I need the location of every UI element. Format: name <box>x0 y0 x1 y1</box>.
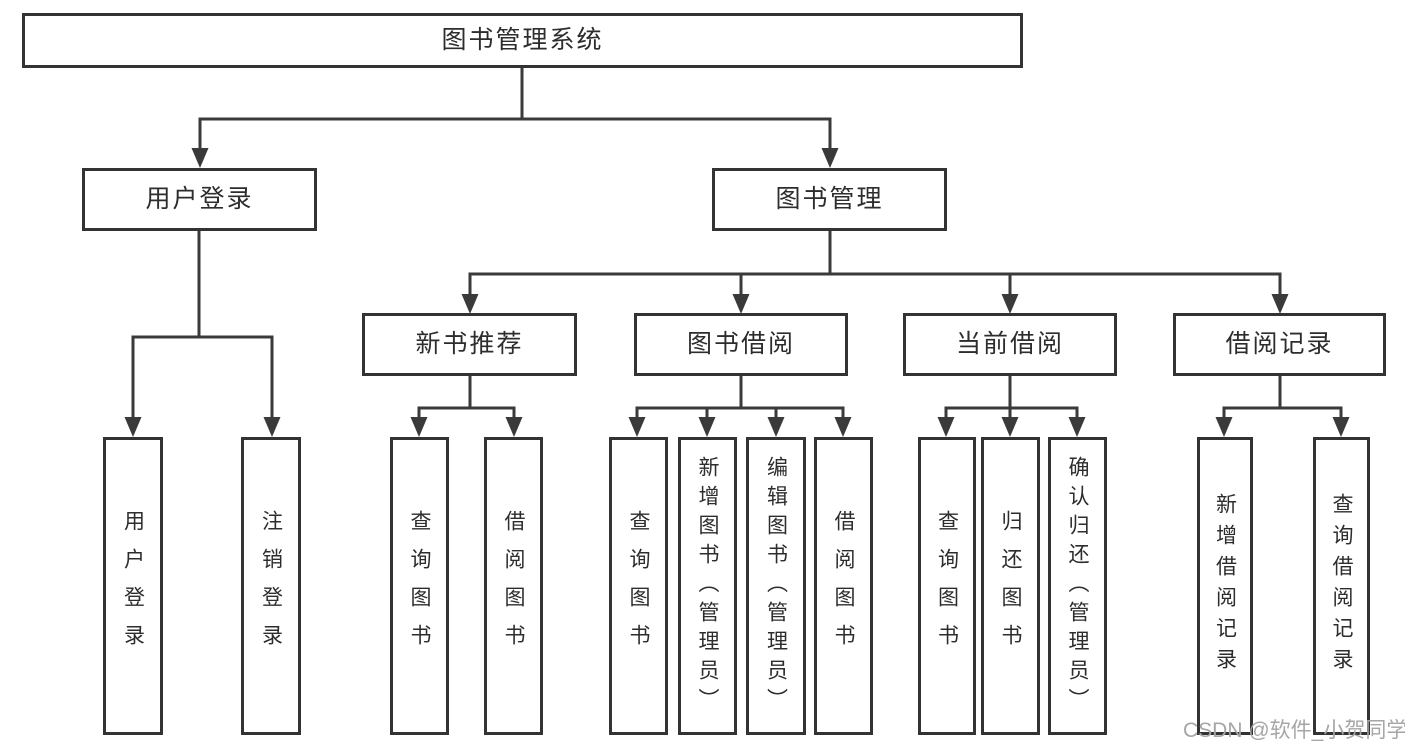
leaf-query-book-borrow-label: 查询图书 <box>627 510 650 662</box>
arrowhead-icon <box>821 148 839 168</box>
csdn-watermark: CSDN @软件_小贺同学 <box>1183 719 1405 742</box>
node-book-mgmt-label: 图书管理 <box>775 185 884 213</box>
leaf-user-login-label: 用户登录 <box>121 510 145 662</box>
arrowhead-icon <box>124 417 142 437</box>
leaf-logout: 注销登录 <box>241 437 301 735</box>
arrowhead-icon <box>767 417 785 437</box>
arrowhead-icon <box>1332 417 1350 437</box>
leaf-logout-label: 注销登录 <box>259 510 283 662</box>
leaf-confirm-return: 确认归还（管理员） <box>1048 437 1107 735</box>
node-root: 图书管理系统 <box>22 13 1023 68</box>
arrowhead-icon <box>1001 417 1019 437</box>
leaf-add-book: 新增图书（管理员） <box>678 437 737 735</box>
leaf-query-book-current-label: 查询图书 <box>935 510 959 662</box>
arrowhead-icon <box>1068 417 1086 437</box>
arrowhead-icon <box>732 294 750 314</box>
leaf-query-book-rec: 查询图书 <box>390 437 449 735</box>
arrowhead-icon <box>410 417 428 437</box>
arrowhead-icon <box>505 417 523 437</box>
node-root-label: 图书管理系统 <box>441 26 604 54</box>
leaf-borrow-book-rec-label: 借阅图书 <box>502 510 525 662</box>
leaf-add-borrow-record: 新增借阅记录 <box>1197 437 1253 735</box>
arrowhead-icon <box>461 294 479 314</box>
leaf-query-book-rec-label: 查询图书 <box>408 510 431 662</box>
node-current-borrow-label: 当前借阅 <box>955 330 1064 358</box>
leaf-user-login: 用户登录 <box>103 437 163 735</box>
arrowhead-icon <box>263 417 281 437</box>
leaf-add-borrow-record-label: 新增借阅记录 <box>1213 493 1237 679</box>
node-current-borrow: 当前借阅 <box>903 313 1117 376</box>
arrowhead-icon <box>937 417 955 437</box>
arrowhead-icon <box>834 417 852 437</box>
leaf-return-book: 归还图书 <box>981 437 1040 735</box>
node-book-mgmt: 图书管理 <box>712 168 947 231</box>
node-user-login-label: 用户登录 <box>145 185 254 213</box>
arrowhead-icon <box>1215 417 1233 437</box>
leaf-borrow-book-rec: 借阅图书 <box>484 437 543 735</box>
node-user-login: 用户登录 <box>82 168 317 231</box>
arrowhead-icon <box>191 148 209 168</box>
leaf-return-book-label: 归还图书 <box>999 510 1022 662</box>
leaf-query-borrow-record: 查询借阅记录 <box>1313 437 1370 735</box>
arrowhead-icon <box>698 417 716 437</box>
leaf-query-book-current: 查询图书 <box>918 437 976 735</box>
arrowhead-icon <box>1271 294 1289 314</box>
arrowhead-icon <box>1001 294 1019 314</box>
leaf-borrow-book-borrow-label: 借阅图书 <box>832 510 855 662</box>
node-new-book-rec: 新书推荐 <box>362 313 577 376</box>
node-borrow-record-label: 借阅记录 <box>1225 330 1334 358</box>
leaf-add-book-label: 新增图书（管理员） <box>696 455 719 717</box>
arrowhead-icon <box>628 417 646 437</box>
leaf-edit-book: 编辑图书（管理员） <box>746 437 806 735</box>
leaf-edit-book-label: 编辑图书（管理员） <box>764 455 788 717</box>
leaf-confirm-return-label: 确认归还（管理员） <box>1066 455 1089 717</box>
leaf-query-borrow-record-label: 查询借阅记录 <box>1330 493 1353 679</box>
node-book-borrow-label: 图书借阅 <box>686 330 795 358</box>
node-book-borrow: 图书借阅 <box>634 313 848 376</box>
node-new-book-rec-label: 新书推荐 <box>415 330 524 358</box>
leaf-query-book-borrow: 查询图书 <box>609 437 668 735</box>
leaf-borrow-book-borrow: 借阅图书 <box>814 437 873 735</box>
node-borrow-record: 借阅记录 <box>1173 313 1386 376</box>
